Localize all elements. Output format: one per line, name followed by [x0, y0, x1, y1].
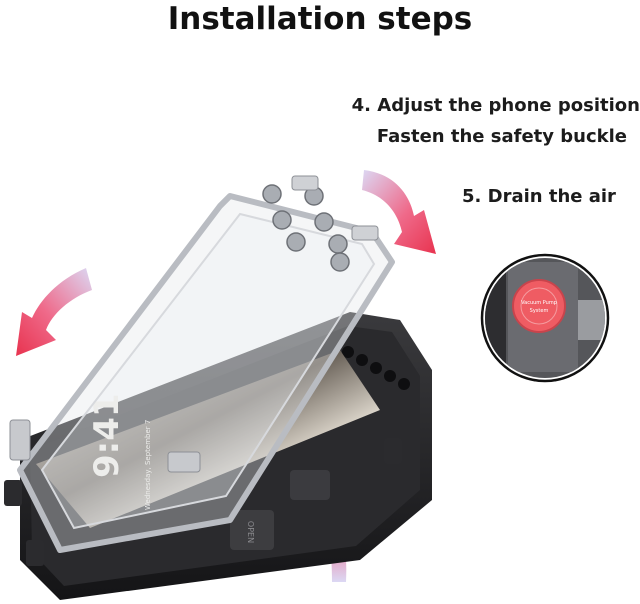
- lid-label: OPEN: [246, 521, 255, 543]
- left-curved-arrow-icon: [16, 268, 92, 356]
- lock-screen-time: 9:41: [87, 393, 127, 478]
- lid-buttons: [262, 184, 350, 272]
- vacuum-pump-inset: Vacuum Pump System: [480, 253, 610, 383]
- phone-screen: 9:41 Wednesday, September 7: [36, 350, 380, 528]
- top-right-curved-arrow-icon: [362, 170, 436, 254]
- pump-label-line2: System: [530, 308, 549, 314]
- lock-screen-date: Wednesday, September 7: [144, 420, 152, 510]
- step-5-instruction: 5. Drain the air: [462, 186, 616, 207]
- step-4-sub-instruction: Fasten the safety buckle: [376, 126, 627, 147]
- case-button-holes: [342, 346, 410, 390]
- page-title: Installation steps: [167, 1, 473, 37]
- transparent-lid: [9, 175, 395, 553]
- pump-label-line1: Vacuum Pump: [521, 300, 557, 306]
- step-4-instruction: 4. Adjust the phone position: [351, 95, 640, 116]
